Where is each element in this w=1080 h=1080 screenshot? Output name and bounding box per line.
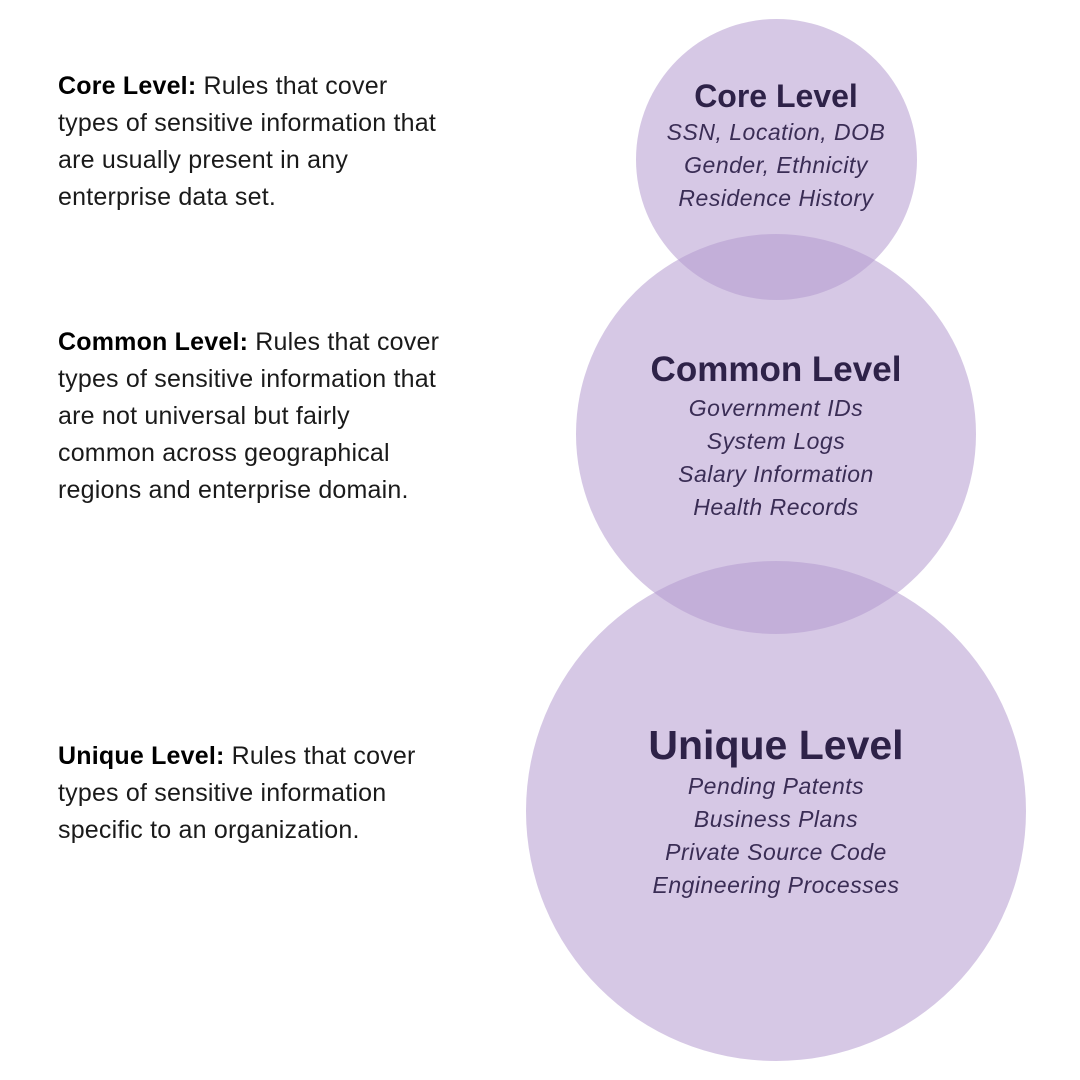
core-level-item: Gender, Ethnicity <box>684 152 868 178</box>
core-level-item: SSN, Location, DOB <box>666 119 886 145</box>
common-level-item: Government IDs <box>688 395 864 421</box>
unique-level-heading: Unique Level: <box>58 742 225 770</box>
core-level-text: Rules that cover types of sensitive info… <box>58 72 437 211</box>
common-level-item: Health Records <box>693 494 859 520</box>
core-level-label: Core Level SSN, Location, DOB Gender, Et… <box>600 76 952 215</box>
unique-level-item: Pending Patents <box>687 773 865 799</box>
unique-level-item: Engineering Processes <box>652 872 900 898</box>
unique-level-description: Unique Level: Rules that cover types of … <box>58 738 448 849</box>
common-level-item: Salary Information <box>678 461 874 487</box>
core-level-heading: Core Level: <box>58 72 197 100</box>
unique-level-text: Rules that cover types of sensitive info… <box>58 742 416 844</box>
unique-level-label: Unique Level Pending Patents Business Pl… <box>600 720 952 902</box>
core-level-item: Residence History <box>678 185 874 211</box>
unique-level-item: Private Source Code <box>665 839 887 865</box>
unique-level-circle <box>526 561 1026 1061</box>
common-level-label: Common Level Government IDs System Logs … <box>600 348 952 524</box>
common-level-heading: Common Level: <box>58 328 249 356</box>
common-level-description: Common Level: Rules that cover types of … <box>58 324 448 509</box>
core-level-title: Core Level <box>694 78 858 114</box>
common-level-circle <box>576 234 976 634</box>
unique-level-title: Unique Level <box>648 722 904 768</box>
core-level-description: Core Level: Rules that cover types of se… <box>58 68 448 216</box>
common-level-title: Common Level <box>650 350 902 389</box>
common-level-item: System Logs <box>706 428 846 454</box>
common-level-text: Rules that cover types of sensitive info… <box>58 328 440 504</box>
core-level-circle <box>636 19 917 300</box>
unique-level-item: Business Plans <box>693 806 859 832</box>
